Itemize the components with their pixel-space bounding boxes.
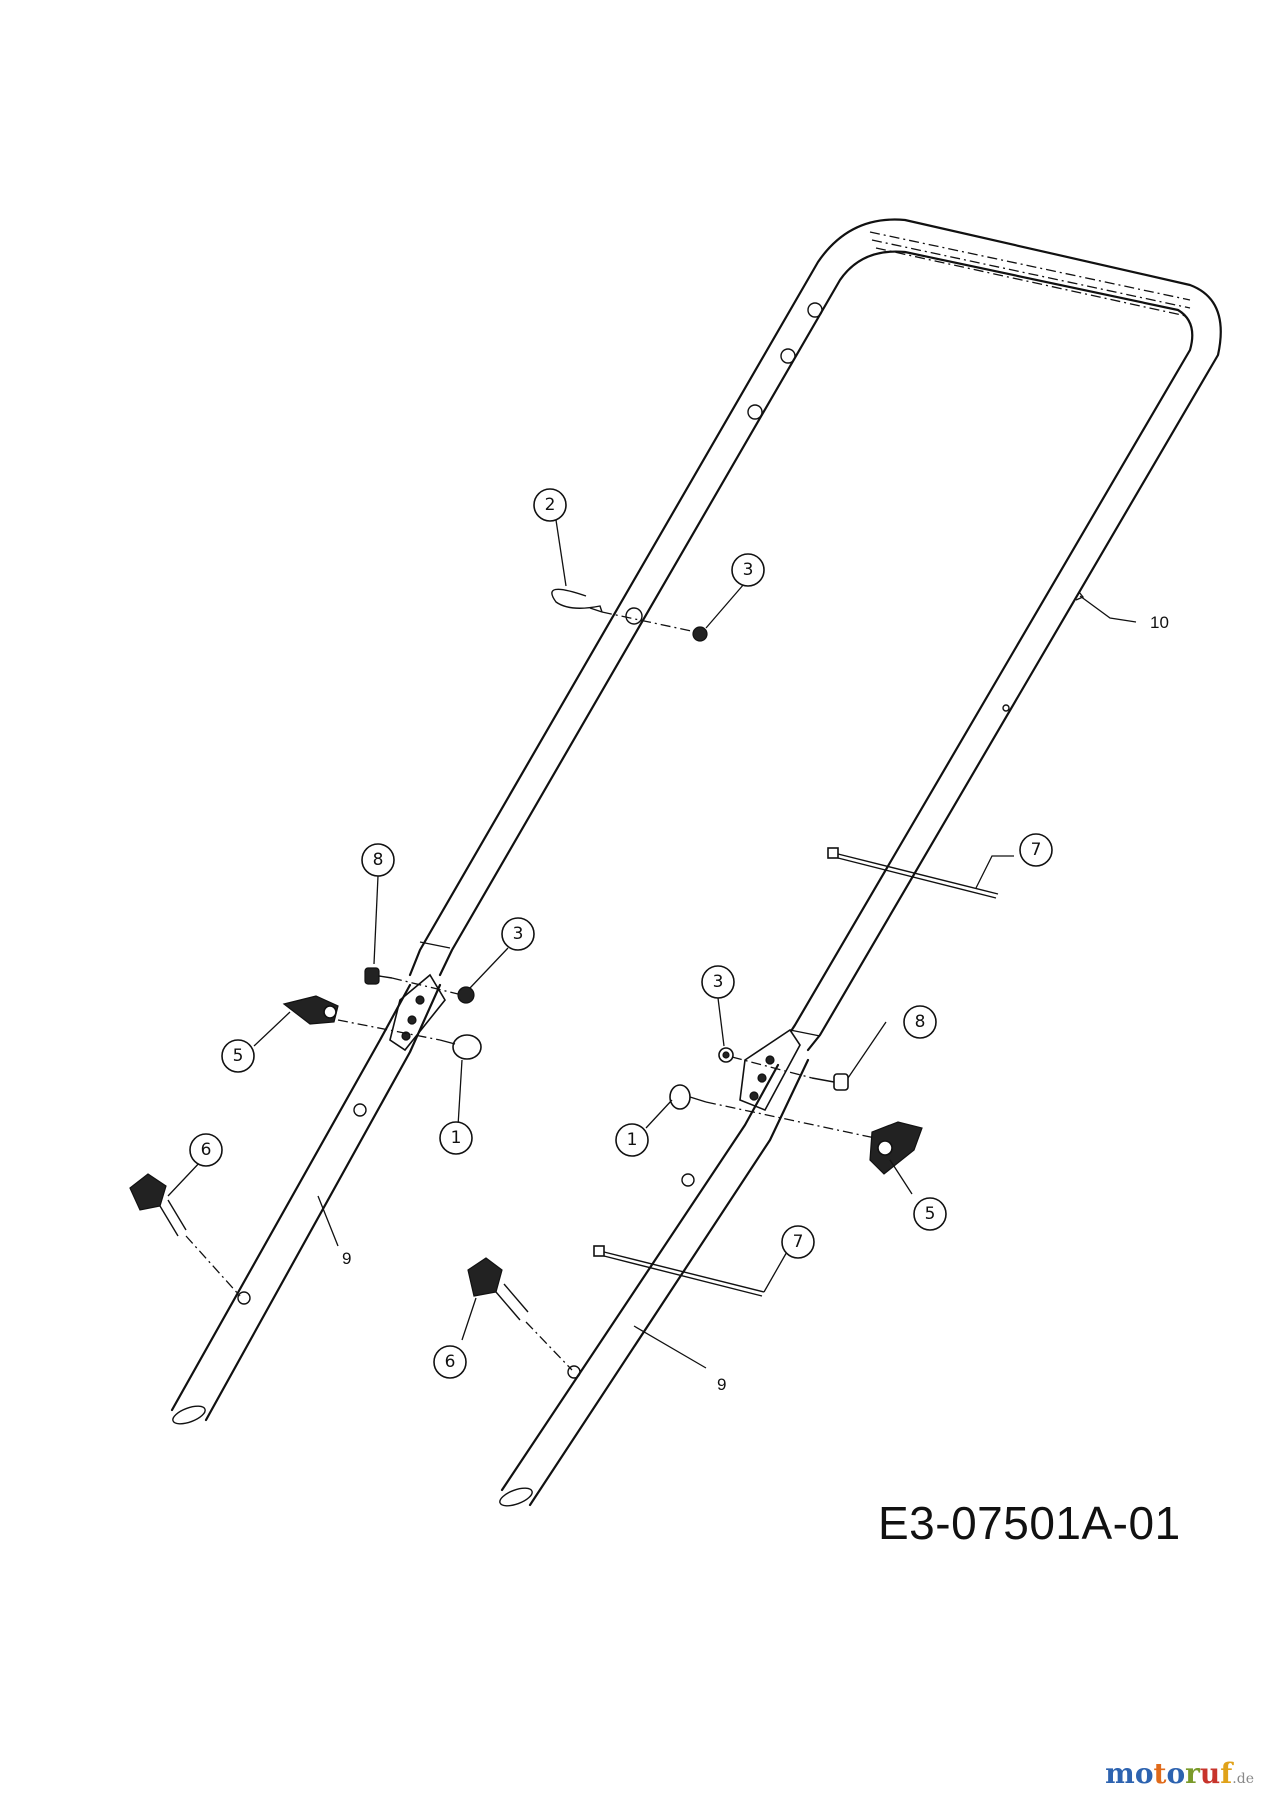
callout-1: 1 bbox=[439, 1121, 473, 1155]
label-9: 9 bbox=[342, 1249, 351, 1268]
callout-6: 6 bbox=[189, 1133, 223, 1167]
wing-bolt-right bbox=[467, 1257, 529, 1321]
callout-3: 3 bbox=[501, 917, 535, 951]
svg-text:8: 8 bbox=[373, 850, 384, 870]
lower-tube-right bbox=[499, 1058, 810, 1507]
upper-handle bbox=[389, 218, 1222, 1112]
svg-text:3: 3 bbox=[743, 560, 754, 580]
knob-right bbox=[869, 1121, 923, 1175]
dash-line-6b bbox=[525, 1321, 573, 1371]
svg-text:7: 7 bbox=[1031, 840, 1042, 860]
svg-text:3: 3 bbox=[713, 972, 724, 992]
svg-text:6: 6 bbox=[201, 1140, 212, 1160]
svg-text:5: 5 bbox=[925, 1204, 936, 1224]
nut-left bbox=[457, 986, 475, 1004]
svg-text:3: 3 bbox=[513, 924, 524, 944]
callout-5: 5 bbox=[913, 1197, 947, 1231]
dash-line-2 bbox=[601, 611, 697, 633]
callout-8: 8 bbox=[903, 1005, 937, 1039]
svg-text:5: 5 bbox=[233, 1046, 244, 1066]
nut-upper bbox=[692, 626, 708, 642]
svg-text:8: 8 bbox=[915, 1012, 926, 1032]
drawing-code: E3-07501A-01 bbox=[878, 1497, 1181, 1549]
watermark-logo: motoruf.de bbox=[1105, 1757, 1254, 1790]
label-9: 9 bbox=[717, 1375, 726, 1394]
svg-text:2: 2 bbox=[545, 495, 556, 515]
callout-6: 6 bbox=[433, 1345, 467, 1379]
callout-1: 1 bbox=[615, 1123, 649, 1157]
dash-line-1b bbox=[705, 1101, 876, 1139]
cable-tie-lower bbox=[593, 1245, 765, 1297]
callout-5: 5 bbox=[221, 1039, 255, 1073]
dash-line-1a bbox=[337, 1019, 441, 1041]
svg-text:7: 7 bbox=[793, 1232, 804, 1252]
bolt-right bbox=[811, 1073, 849, 1091]
svg-text:6: 6 bbox=[445, 1352, 456, 1372]
dash-line-8b bbox=[731, 1056, 813, 1079]
svg-text:1: 1 bbox=[627, 1130, 638, 1150]
label-10: 10 bbox=[1150, 613, 1169, 632]
callout-8: 8 bbox=[361, 843, 395, 877]
callout-2: 2 bbox=[533, 488, 567, 522]
callout-7: 7 bbox=[781, 1225, 815, 1259]
callout-3: 3 bbox=[731, 553, 765, 587]
dash-line-6a bbox=[185, 1235, 241, 1297]
callout-7: 7 bbox=[1019, 833, 1053, 867]
wing-bolt-left bbox=[129, 1173, 187, 1237]
svg-text:1: 1 bbox=[451, 1128, 462, 1148]
watermark-suffix: .de bbox=[1232, 1771, 1254, 1787]
knob-left bbox=[282, 995, 339, 1025]
carriage-bolt-left bbox=[439, 1034, 482, 1060]
cable-guide-hook bbox=[551, 588, 603, 613]
watermark-text: motoruf bbox=[1105, 1757, 1233, 1790]
callout-3: 3 bbox=[701, 965, 735, 999]
lower-tube-left bbox=[170, 983, 442, 1425]
cable-tie-upper bbox=[827, 847, 999, 899]
carriage-bolt-right bbox=[669, 1084, 707, 1110]
bolt-left bbox=[364, 967, 393, 985]
